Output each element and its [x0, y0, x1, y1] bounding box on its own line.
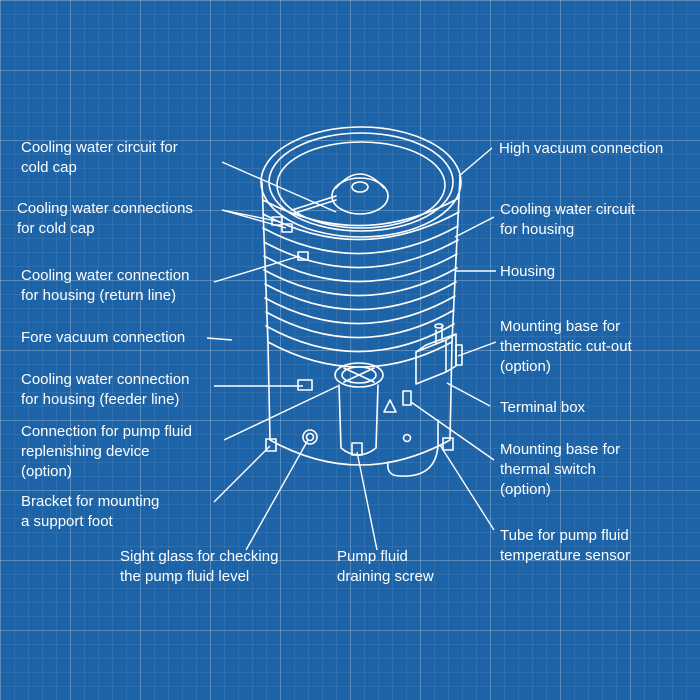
leader-drain	[356, 451, 378, 551]
leader-replenish	[223, 385, 339, 441]
fore-vacuum-port	[334, 362, 384, 388]
leader-sight-glass	[245, 439, 309, 551]
bracket-right	[442, 437, 454, 451]
label-pump-fluid-replenishing: Connection for pump fluid replenishing d…	[21, 423, 192, 480]
label-cooling-circuit-housing: Cooling water circuit for housing	[500, 201, 636, 238]
leader-terminal-box	[446, 382, 491, 407]
label-thermal-switch-base: Mounting base for thermal switch (option…	[500, 441, 621, 498]
housing-shape	[261, 175, 461, 368]
label-temp-sensor-tube: Tube for pump fluid temperature sensor	[500, 527, 631, 564]
label-cooling-connections-cold-cap: Cooling water connections for cold cap	[17, 200, 193, 237]
pump-lower-body	[267, 341, 453, 466]
bracket-left	[265, 438, 277, 452]
triangle-mark	[383, 399, 397, 413]
leader-cold-cap-circuit	[221, 161, 337, 213]
cold-cap	[331, 177, 389, 215]
leader-housing-circuit	[454, 216, 495, 238]
leader-return	[213, 255, 301, 283]
label-cooling-connection-return: Cooling water connection for housing (re…	[21, 267, 190, 304]
high-vacuum-flange	[260, 126, 462, 238]
leader-sensor-tube	[439, 444, 495, 531]
leader-thermostatic	[457, 341, 497, 357]
sight-glass-shape	[302, 429, 318, 445]
label-thermostatic-base: Mounting base for thermostatic cut-out (…	[500, 318, 632, 375]
sensor-tube-shape	[386, 419, 439, 477]
leader-bracket	[213, 445, 271, 503]
leader-thermal-switch	[410, 401, 495, 461]
leader-high-vacuum	[458, 147, 493, 177]
label-fore-vacuum: Fore vacuum connection	[21, 329, 186, 346]
label-housing: Housing	[500, 263, 556, 280]
label-cooling-connection-feeder: Cooling water connection for housing (fe…	[21, 371, 190, 408]
leader-fore-vacuum	[206, 337, 233, 341]
label-bracket-support-foot: Bracket for mounting a support foot	[21, 493, 160, 530]
label-draining-screw: Pump fluid draining screw	[337, 548, 434, 585]
label-cooling-circuit-cold-cap: Cooling water circuit for cold cap	[21, 139, 178, 176]
leader-cold-cap-conn-b	[221, 209, 287, 229]
label-terminal-box: Terminal box	[500, 399, 586, 416]
label-sight-glass: Sight glass for checking the pump fluid …	[120, 548, 279, 585]
label-high-vacuum: High vacuum connection	[499, 140, 664, 157]
